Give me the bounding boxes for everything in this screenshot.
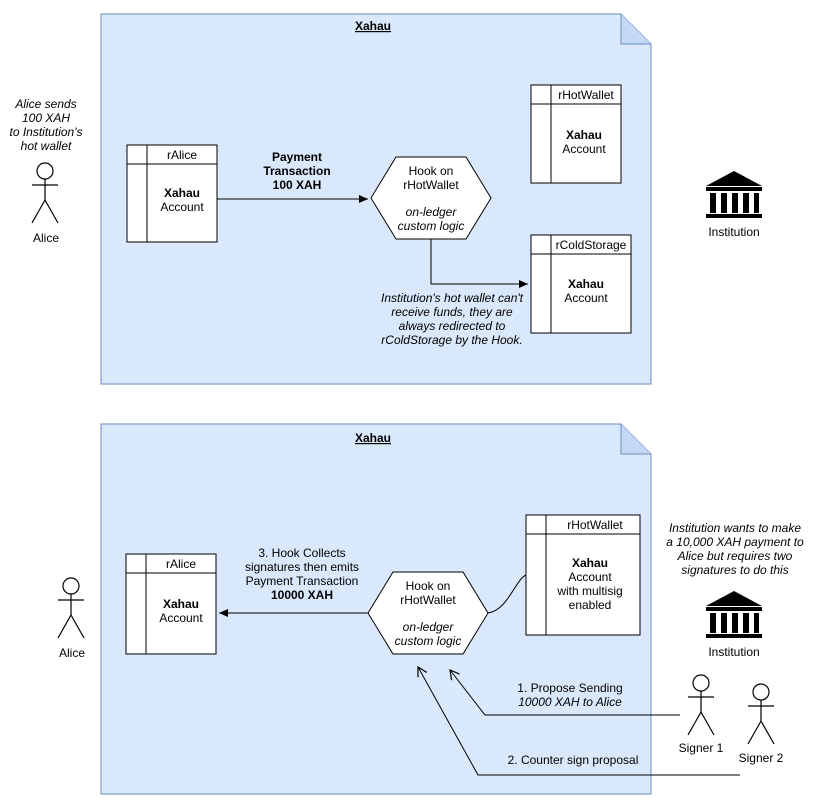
bottom-collect-label: 3. Hook Collects signatures then emits P…: [245, 546, 359, 602]
bottom-hook-line1: Hook on: [406, 579, 451, 593]
svg-text:Institution wants to make: Institution wants to make: [669, 521, 801, 535]
bottom-hook-line3: on-ledger: [403, 620, 455, 634]
svg-text:Payment Transaction: Payment Transaction: [246, 574, 359, 588]
svg-text:10000 XAH to Alice: 10000 XAH to Alice: [518, 695, 622, 709]
bottom-signer1-actor-icon: [687, 674, 715, 736]
top-ralice-line1: Xahau: [164, 186, 200, 200]
svg-text:always redirected to: always redirected to: [399, 319, 506, 333]
top-redirect-arrow: [430, 239, 528, 288]
bottom-ralice-header: rAlice: [166, 557, 196, 571]
bottom-rhotwallet-line4: enabled: [569, 598, 612, 612]
top-rcoldstorage-account: [530, 234, 632, 334]
bottom-rhotwallet-account: [525, 514, 641, 636]
top-institution-label: Institution: [708, 225, 759, 239]
bottom-rhotwallet-line1: Xahau: [572, 556, 608, 570]
bottom-institution-label: Institution: [708, 645, 759, 659]
top-hook-hexagon: [370, 156, 492, 240]
top-ralice-account: [126, 144, 218, 243]
top-redirect-note: Institution's hot wallet can't receive f…: [381, 291, 524, 347]
svg-text:Transaction: Transaction: [263, 164, 330, 178]
top-rhotwallet-line1: Xahau: [566, 128, 602, 142]
top-hook-line4: custom logic: [398, 219, 465, 233]
bottom-hook-line2: rHotWallet: [400, 593, 456, 607]
top-rhotwallet-account: [530, 84, 622, 184]
svg-text:Payment: Payment: [272, 150, 322, 164]
svg-text:Alice but requires two: Alice but requires two: [677, 549, 793, 563]
bottom-institution-note: Institution wants to make a 10,000 XAH p…: [666, 521, 804, 577]
top-hook-line2: rHotWallet: [403, 178, 459, 192]
svg-text:Alice sends: Alice sends: [14, 97, 76, 111]
bottom-ralice-account: [125, 553, 217, 655]
bottom-propose-label: 1. Propose Sending 10000 XAH to Alice: [517, 681, 622, 709]
bottom-alice-actor-icon: [57, 577, 85, 639]
bottom-institution-bank-icon: [706, 591, 762, 638]
top-rcoldstorage-line1: Xahau: [568, 277, 604, 291]
bottom-alice-label: Alice: [59, 646, 85, 660]
top-frame-title: Xahau: [355, 19, 391, 33]
svg-text:100 XAH: 100 XAH: [273, 178, 322, 192]
svg-text:Institution's hot wallet can't: Institution's hot wallet can't: [381, 291, 524, 305]
bottom-signer1-label: Signer 1: [679, 741, 724, 755]
top-alice-note: Alice sends 100 XAH to Institution's hot…: [10, 97, 83, 153]
bottom-hook-line4: custom logic: [395, 634, 462, 648]
bottom-signer2-label: Signer 2: [739, 751, 784, 765]
bottom-countersign-arrow: [417, 665, 740, 776]
svg-text:3. Hook Collects: 3. Hook Collects: [258, 546, 345, 560]
bottom-ralice-line2: Account: [159, 611, 203, 625]
svg-text:rColdStorage by the Hook.: rColdStorage by the Hook.: [381, 333, 522, 347]
bottom-propose-arrow: [449, 669, 680, 716]
top-alice-actor-icon: [31, 162, 59, 224]
svg-text:a 10,000 XAH payment to: a 10,000 XAH payment to: [666, 535, 804, 549]
top-institution-bank-icon: [706, 171, 762, 218]
svg-text:10000 XAH: 10000 XAH: [271, 588, 333, 602]
top-ralice-line2: Account: [160, 200, 204, 214]
svg-text:signatures then emits: signatures then emits: [245, 560, 359, 574]
top-hook-line3: on-ledger: [406, 205, 458, 219]
bottom-signer2-actor-icon: [747, 683, 775, 745]
svg-text:100 XAH: 100 XAH: [22, 111, 70, 125]
top-alice-label: Alice: [33, 231, 59, 245]
top-rhotwallet-line2: Account: [562, 142, 606, 156]
bottom-rhotwallet-line2: Account: [568, 570, 612, 584]
svg-text:receive funds, they are: receive funds, they are: [391, 305, 513, 319]
top-hook-line1: Hook on: [409, 164, 454, 178]
top-rhotwallet-header: rHotWallet: [558, 88, 614, 102]
bottom-ralice-line1: Xahau: [163, 597, 199, 611]
top-rcoldstorage-header: rColdStorage: [556, 238, 627, 252]
bottom-frame-title: Xahau: [355, 431, 391, 445]
top-payment-label: Payment Transaction 100 XAH: [263, 150, 330, 192]
bottom-rhotwallet-line3: with multisig: [556, 584, 622, 598]
svg-text:signatures to do this: signatures to do this: [681, 563, 788, 577]
svg-text:to Institution's: to Institution's: [10, 125, 83, 139]
top-rcoldstorage-line2: Account: [564, 291, 608, 305]
svg-text:hot wallet: hot wallet: [21, 139, 72, 153]
svg-text:1. Propose Sending: 1. Propose Sending: [517, 681, 622, 695]
bottom-countersign-label: 2. Counter sign proposal: [508, 753, 639, 767]
bottom-hook-link: [487, 574, 527, 614]
top-ralice-header: rAlice: [167, 148, 197, 162]
bottom-rhotwallet-header: rHotWallet: [567, 518, 623, 532]
